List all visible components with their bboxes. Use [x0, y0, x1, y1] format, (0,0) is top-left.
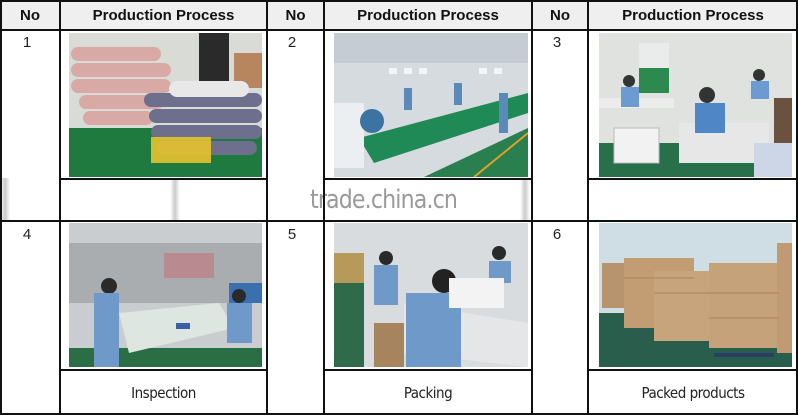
border-line: [0, 0, 2, 415]
border-line: [60, 178, 267, 180]
border-line: [266, 0, 268, 415]
inspection-workers-photo: [69, 223, 262, 367]
stacked-cartons-photo: [599, 223, 792, 367]
caption-packed-products: Packed products: [641, 383, 746, 402]
header-no-1: No: [0, 0, 60, 30]
watermark-text: trade.china.cn: [310, 185, 458, 215]
border-line: [587, 0, 589, 415]
border-line: [324, 178, 532, 180]
row-number-3: 3: [552, 34, 562, 51]
border-line: [796, 0, 798, 415]
row-number-1: 1: [22, 34, 32, 51]
header-no-2: No: [267, 0, 324, 30]
border-line: [324, 369, 532, 371]
header-process-1: Production Process: [60, 0, 267, 30]
border-line: [588, 178, 798, 180]
border-line: [531, 0, 533, 415]
border-line: [0, 29, 798, 31]
border-line: [60, 369, 267, 371]
border-line: [588, 369, 798, 371]
sewing-workshop-photo: [599, 33, 792, 177]
fabric-cutting-tables-photo: [334, 33, 528, 177]
row-number-5: 5: [287, 226, 297, 243]
header-process-3: Production Process: [588, 0, 798, 30]
packing-workers-photo: [334, 223, 528, 367]
fabric-rolls-on-pallets-photo: [69, 33, 262, 177]
scan-fade: [170, 178, 180, 220]
caption-packing: Packing: [403, 383, 453, 402]
border-line: [59, 0, 61, 415]
row-number-2: 2: [287, 34, 297, 51]
row-number-6: 6: [552, 226, 562, 243]
header-no-3: No: [532, 0, 588, 30]
row-number-4: 4: [22, 226, 32, 243]
header-process-2: Production Process: [324, 0, 532, 30]
border-line: [323, 0, 325, 415]
caption-inspection: Inspection: [131, 383, 196, 402]
border-line: [0, 0, 798, 2]
border-line: [0, 413, 798, 415]
border-line: [0, 220, 798, 222]
scan-fade: [0, 178, 10, 220]
scan-fade: [520, 178, 530, 220]
